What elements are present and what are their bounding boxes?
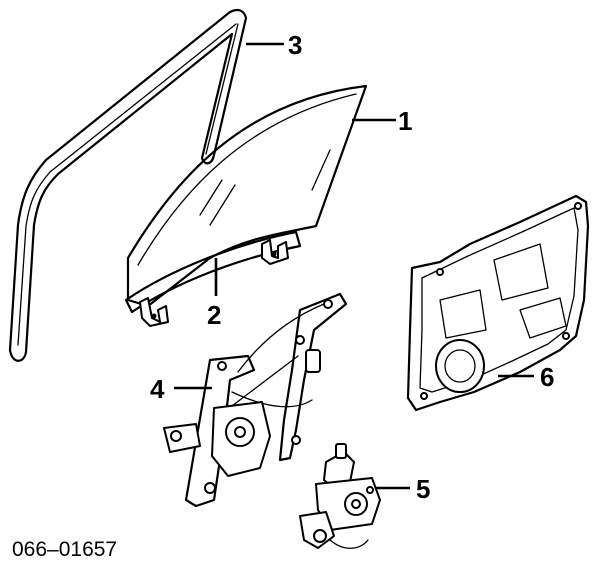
callout-5: 5 — [416, 474, 430, 504]
door-window-glass — [126, 84, 368, 308]
window-regulator — [163, 292, 348, 508]
callout-1: 1 — [398, 106, 412, 136]
callout-2: 2 — [207, 300, 221, 330]
door-module-panel — [406, 194, 590, 412]
glass-run-channel — [8, 8, 248, 362]
callout-3: 3 — [288, 30, 302, 60]
callout-4: 4 — [150, 374, 165, 404]
glass-channel — [124, 230, 302, 327]
leader-lines — [174, 42, 534, 490]
regulator-motor — [299, 443, 381, 549]
diagram-code: 066–01657 — [12, 538, 117, 561]
callout-6: 6 — [540, 362, 554, 392]
